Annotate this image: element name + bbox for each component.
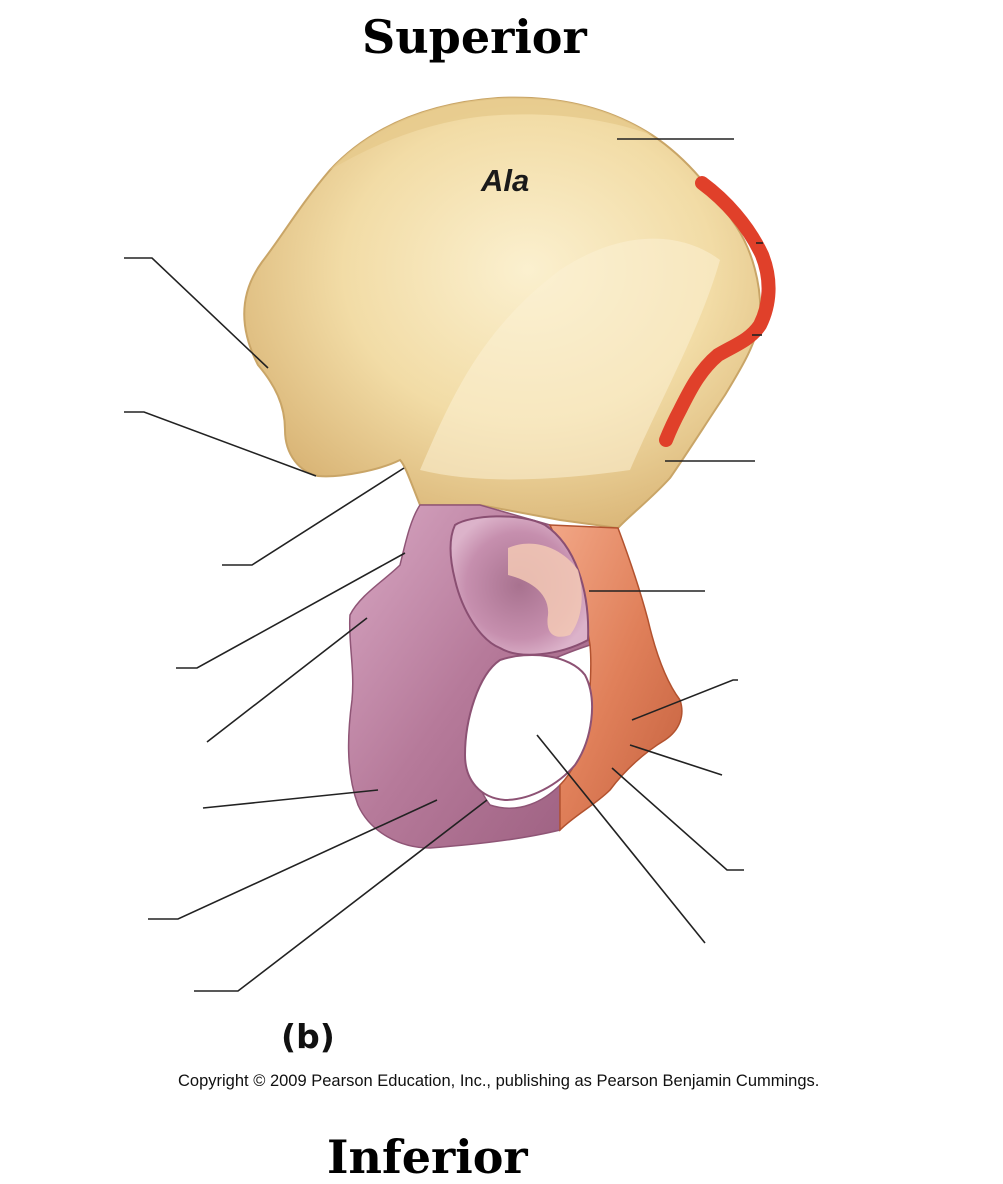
leader-line-14	[536, 734, 706, 944]
leader-line-3	[124, 411, 317, 477]
leader-line-11	[202, 789, 379, 809]
leader-lines	[124, 138, 763, 992]
leader-line-8	[206, 617, 368, 743]
leader-line-13	[611, 767, 744, 871]
iliac-fossa-shading	[420, 238, 720, 480]
iliac-crest-shading	[330, 97, 652, 170]
leader-line-12	[148, 799, 438, 920]
panel-letter: (b)	[281, 1017, 335, 1056]
ala-label: Ala	[481, 163, 530, 198]
leader-line-4	[222, 467, 405, 566]
copyright-notice: Copyright © 2009 Pearson Education, Inc.…	[178, 1072, 820, 1090]
leader-line-15	[194, 799, 488, 992]
inferior-heading: Inferior	[327, 1130, 528, 1184]
leader-line-2	[124, 257, 269, 369]
highlight-marker	[659, 176, 776, 447]
leader-line-7	[176, 552, 406, 669]
leader-line-10	[629, 744, 723, 776]
superior-heading: Superior	[362, 10, 587, 64]
leader-line-9	[631, 679, 738, 721]
lunate-surface	[508, 543, 582, 637]
